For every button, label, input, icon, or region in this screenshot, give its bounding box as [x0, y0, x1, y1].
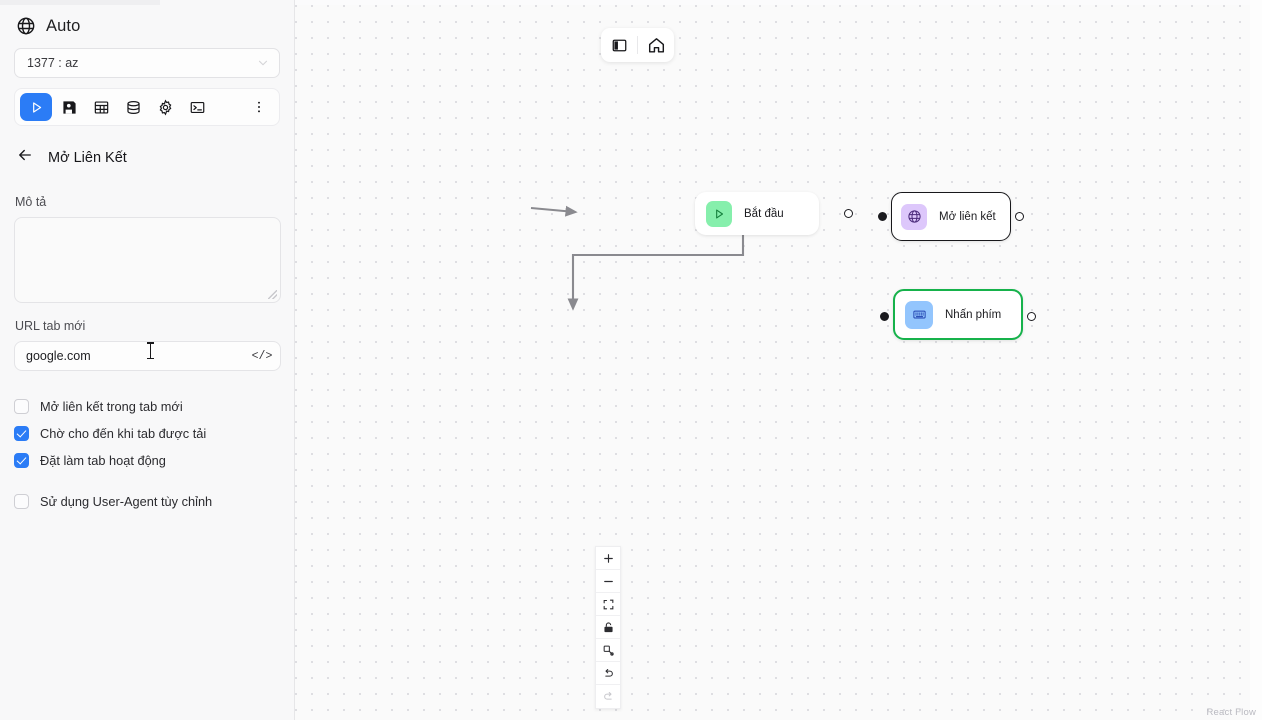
node-press-key[interactable]: Nhấn phím: [880, 289, 1036, 340]
arrow-left-icon[interactable]: [16, 146, 34, 169]
run-button[interactable]: [20, 93, 52, 121]
canvas-right-strip: [1250, 0, 1262, 720]
edge-start-to-link: [530, 205, 578, 217]
checkbox-label: Mở liên kết trong tab mới: [40, 399, 183, 414]
node-label: Mở liên kết: [939, 210, 996, 223]
flow-canvas[interactable]: [295, 5, 1250, 720]
checkbox-label: Đặt làm tab hoạt động: [40, 453, 166, 468]
fit-view-button[interactable]: [596, 593, 620, 616]
globe-icon: [901, 203, 927, 230]
sidebar-header: Auto: [0, 0, 294, 44]
checkbox-row-custom-user-agent[interactable]: Sử dụng User-Agent tùy chỉnh: [14, 488, 280, 515]
checkbox-set-active-tab[interactable]: [14, 453, 29, 468]
resize-grip-icon[interactable]: [268, 290, 277, 299]
keyboard-icon: [905, 300, 933, 329]
canvas-top-strip: [295, 0, 1250, 5]
home-icon[interactable]: [643, 32, 669, 58]
checkbox-open-in-new-tab[interactable]: [14, 399, 29, 414]
url-field: URL tab mới google.com </>: [0, 303, 294, 371]
reactflow-attribution: React Flow: [1206, 707, 1256, 718]
url-input-value: google.com: [26, 349, 91, 363]
canvas-top-panel: [601, 28, 674, 62]
checkbox-row-wait-for-load[interactable]: Chờ cho đến khi tab được tải: [14, 420, 280, 447]
panel-left-icon[interactable]: [606, 32, 632, 58]
panel-divider: [637, 36, 638, 54]
description-label: Mô tả: [15, 195, 47, 209]
profile-select[interactable]: 1377 : az: [14, 48, 280, 78]
zoom-out-button[interactable]: [596, 570, 620, 593]
redo-arrow-icon[interactable]: [596, 685, 620, 708]
play-icon: [706, 200, 732, 227]
sidebar: Auto 1377 : az: [0, 0, 295, 720]
description-input[interactable]: [14, 217, 281, 303]
options-list: Mở liên kết trong tab mới Chờ cho đến kh…: [0, 371, 294, 515]
sidebar-top-strip: [0, 0, 160, 5]
terminal-button[interactable]: [182, 93, 212, 121]
node-start-source-handle[interactable]: [844, 209, 853, 218]
checkbox-row-set-active-tab[interactable]: Đặt làm tab hoạt động: [14, 447, 280, 474]
gear-icon[interactable]: [150, 93, 180, 121]
checkbox-custom-user-agent[interactable]: [14, 494, 29, 509]
code-icon-button[interactable]: </>: [251, 349, 273, 363]
chevron-down-icon: [257, 57, 269, 69]
node-open-link-target-handle[interactable]: [878, 212, 887, 221]
node-open-link[interactable]: Mở liên kết: [878, 192, 1024, 241]
edges-layer: [530, 205, 745, 311]
node-start[interactable]: Bắt đầu: [695, 192, 853, 235]
description-field: Mô tả: [0, 179, 294, 303]
node-open-link-source-handle[interactable]: [1015, 212, 1024, 221]
url-label: URL tab mới: [15, 319, 86, 333]
node-press-key-target-handle[interactable]: [880, 312, 889, 321]
sidebar-toolbar: [14, 88, 280, 126]
checkbox-wait-for-load[interactable]: [14, 426, 29, 441]
node-label: Nhấn phím: [945, 308, 1002, 321]
three-dots-vertical-icon[interactable]: [244, 93, 274, 121]
app-title: Auto: [46, 16, 81, 35]
lock-icon[interactable]: [596, 616, 620, 639]
url-input[interactable]: google.com </>: [14, 341, 281, 371]
text-cursor: [147, 342, 154, 359]
checkbox-label: Sử dụng User-Agent tùy chỉnh: [40, 494, 213, 509]
node-press-key-source-handle[interactable]: [1027, 312, 1036, 321]
page-title: Mở Liên Kết: [48, 149, 127, 166]
back-header[interactable]: Mở Liên Kết: [0, 126, 294, 179]
globe-icon: [16, 16, 36, 36]
database-button[interactable]: [118, 93, 148, 121]
undo-arrow-icon[interactable]: [596, 662, 620, 685]
table-button[interactable]: [86, 93, 116, 121]
node-label: Bắt đầu: [744, 207, 784, 220]
checkbox-label: Chờ cho đến khi tab được tải: [40, 426, 207, 441]
magnifier-icon[interactable]: [596, 639, 620, 662]
zoom-in-button[interactable]: [596, 547, 620, 570]
profile-select-value: 1377 : az: [27, 56, 79, 70]
flow-canvas-area: Bắt đầu Mở liên kết: [295, 0, 1262, 720]
checkbox-row-open-in-new-tab[interactable]: Mở liên kết trong tab mới: [14, 393, 280, 420]
save-button[interactable]: [54, 93, 84, 121]
canvas-controls: [595, 546, 621, 709]
